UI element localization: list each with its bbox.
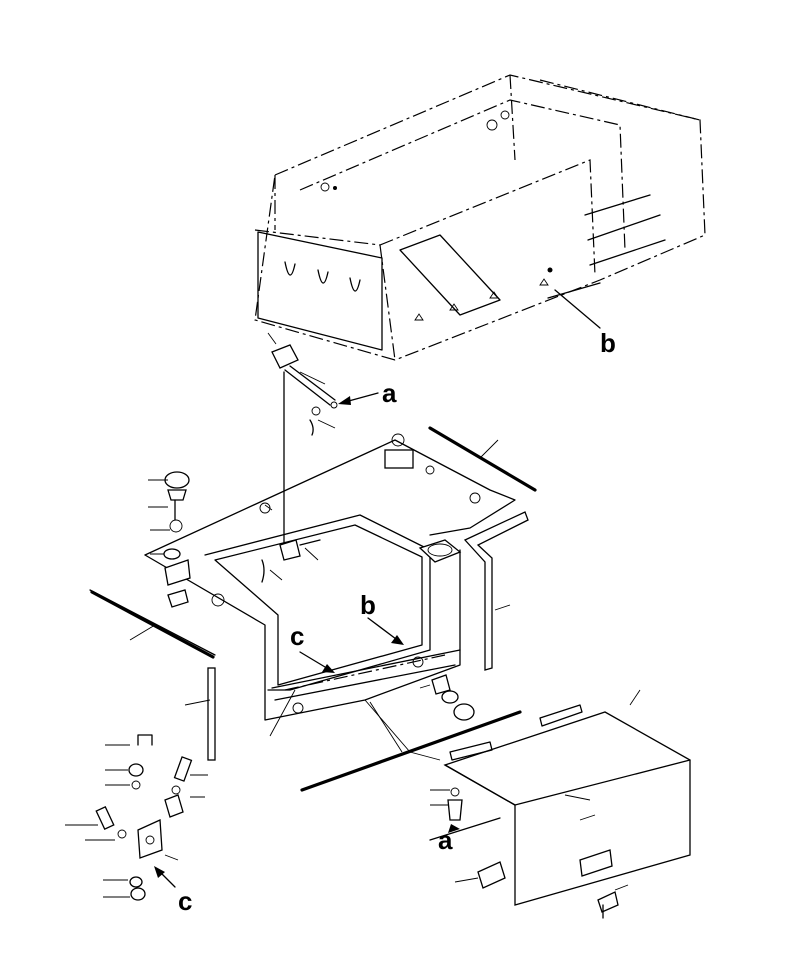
upper-bracket-and-rod <box>267 332 338 549</box>
callout-b-mid: b <box>360 590 376 620</box>
seal-strips <box>89 426 537 792</box>
plugs-and-bolts <box>419 674 475 721</box>
cover-box <box>364 689 691 919</box>
callout-b-top: b <box>600 328 616 358</box>
frame-triangle-marks <box>414 278 549 321</box>
callout-a-upper: a <box>382 378 397 408</box>
floor-pan <box>144 433 516 753</box>
main-frame <box>254 74 706 361</box>
callout-c-mid: c <box>290 621 304 651</box>
callout-c-lower: c <box>178 886 192 916</box>
callout-arrows <box>154 392 501 888</box>
left-hardware <box>65 471 225 901</box>
